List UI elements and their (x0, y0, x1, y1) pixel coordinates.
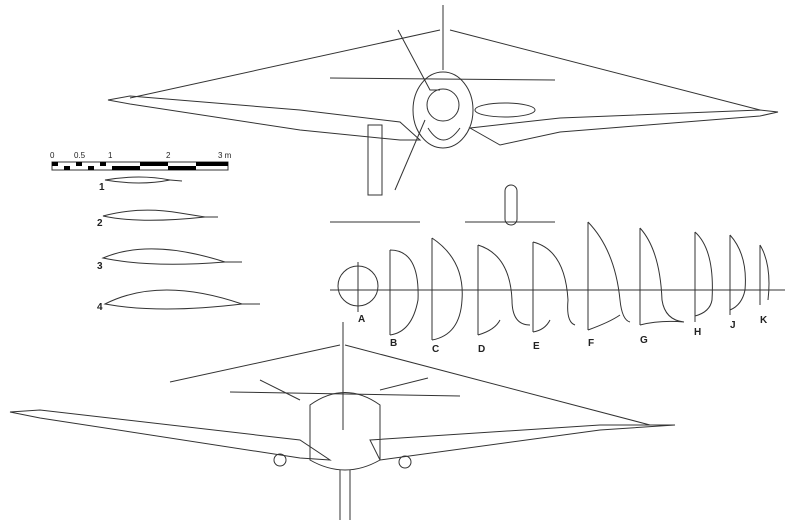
rear-view (9, 322, 676, 520)
section-label-f: F (588, 338, 595, 349)
airfoil-label-3: 3 (97, 261, 103, 272)
front-view (107, 5, 779, 196)
airfoil-label-4: 4 (97, 302, 103, 313)
section-label-c: C (432, 344, 440, 355)
section-label-a: A (358, 314, 366, 325)
airfoil-sections (101, 176, 260, 310)
scale-bar (51, 161, 229, 171)
scale-tick-1: 1 (108, 151, 113, 160)
scale-tick-3m: 3 m (218, 151, 232, 160)
section-label-g: G (640, 335, 648, 346)
scale-tick-0: 0 (50, 151, 55, 160)
airfoil-label-1: 1 (99, 182, 105, 193)
scale-tick-2: 2 (166, 151, 171, 160)
section-label-b: B (390, 338, 398, 349)
section-label-h: H (694, 327, 702, 338)
scale-tick-0-5: 0.5 (74, 151, 86, 160)
airfoil-label-2: 2 (97, 218, 103, 229)
section-label-k: K (760, 315, 768, 326)
cross-sections (330, 184, 785, 341)
section-label-e: E (533, 341, 540, 352)
section-label-j: J (730, 320, 736, 331)
section-label-d: D (478, 344, 486, 355)
